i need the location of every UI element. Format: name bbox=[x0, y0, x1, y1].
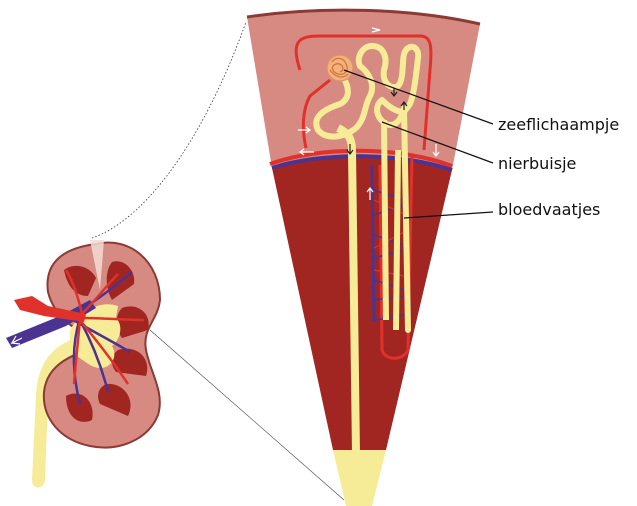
zoom-line-top bbox=[92, 22, 246, 238]
label-blood-vessels: bloedvaatjes bbox=[498, 200, 600, 219]
label-glomerulus: zeeflichaampje bbox=[498, 115, 619, 134]
glomerulus bbox=[327, 55, 353, 81]
tubule-descending bbox=[396, 150, 398, 330]
kidney-overview bbox=[6, 240, 160, 488]
cortex-region bbox=[247, 10, 480, 170]
nephron-section bbox=[247, 10, 480, 506]
medulla-region bbox=[272, 155, 452, 450]
loop-of-henle bbox=[384, 120, 386, 320]
vasa-recta-vein bbox=[372, 165, 374, 322]
label-tubule: nierbuisje bbox=[498, 154, 576, 173]
